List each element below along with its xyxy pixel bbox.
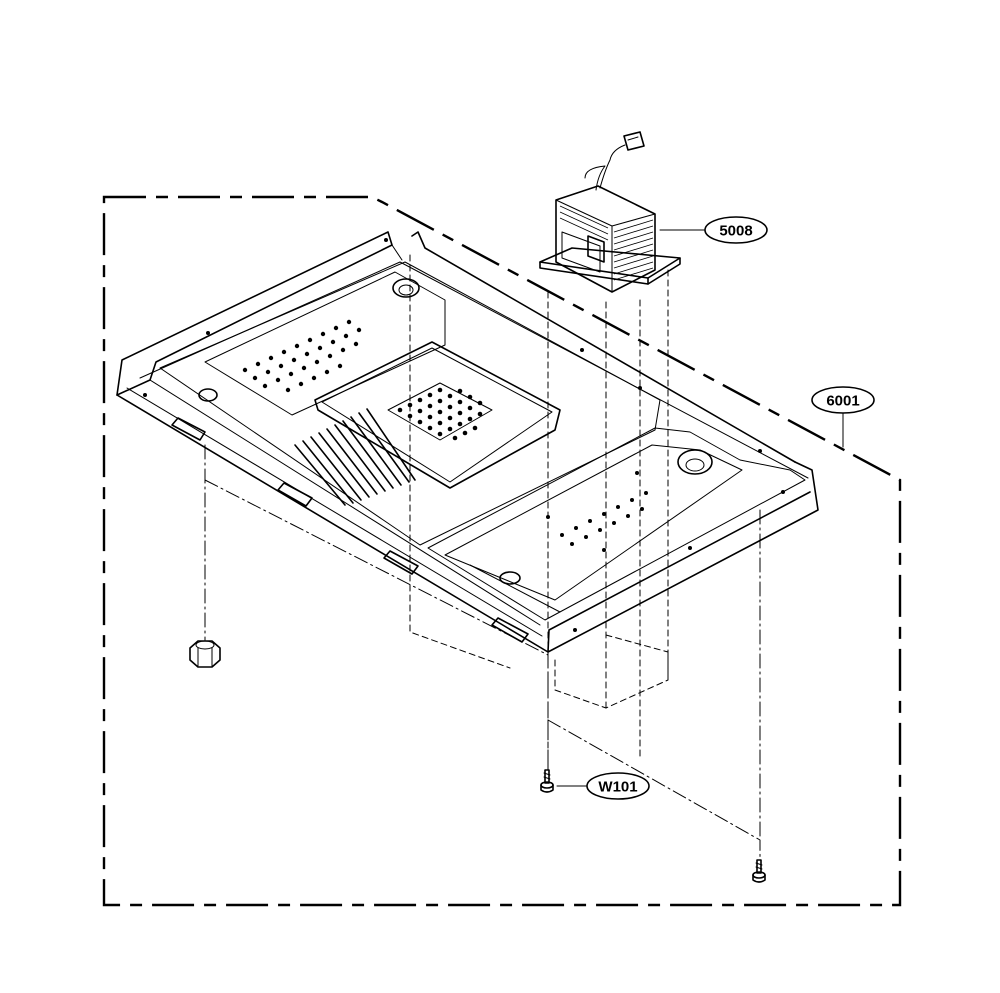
screw-rear — [752, 859, 766, 883]
base-plate — [116, 231, 819, 653]
callout-w101-label: W101 — [598, 779, 637, 796]
nut — [189, 640, 221, 668]
assembly-lines — [204, 254, 761, 861]
callout-5008-label: 5008 — [719, 223, 752, 240]
callout-5008: 5008 — [659, 216, 768, 244]
assembly-boundary — [102, 195, 902, 907]
transformer — [539, 131, 681, 293]
callout-w101: W101 — [556, 772, 650, 800]
callout-6001-label: 6001 — [826, 393, 859, 410]
callout-6001: 6001 — [811, 386, 875, 448]
screw-w101 — [540, 769, 554, 793]
